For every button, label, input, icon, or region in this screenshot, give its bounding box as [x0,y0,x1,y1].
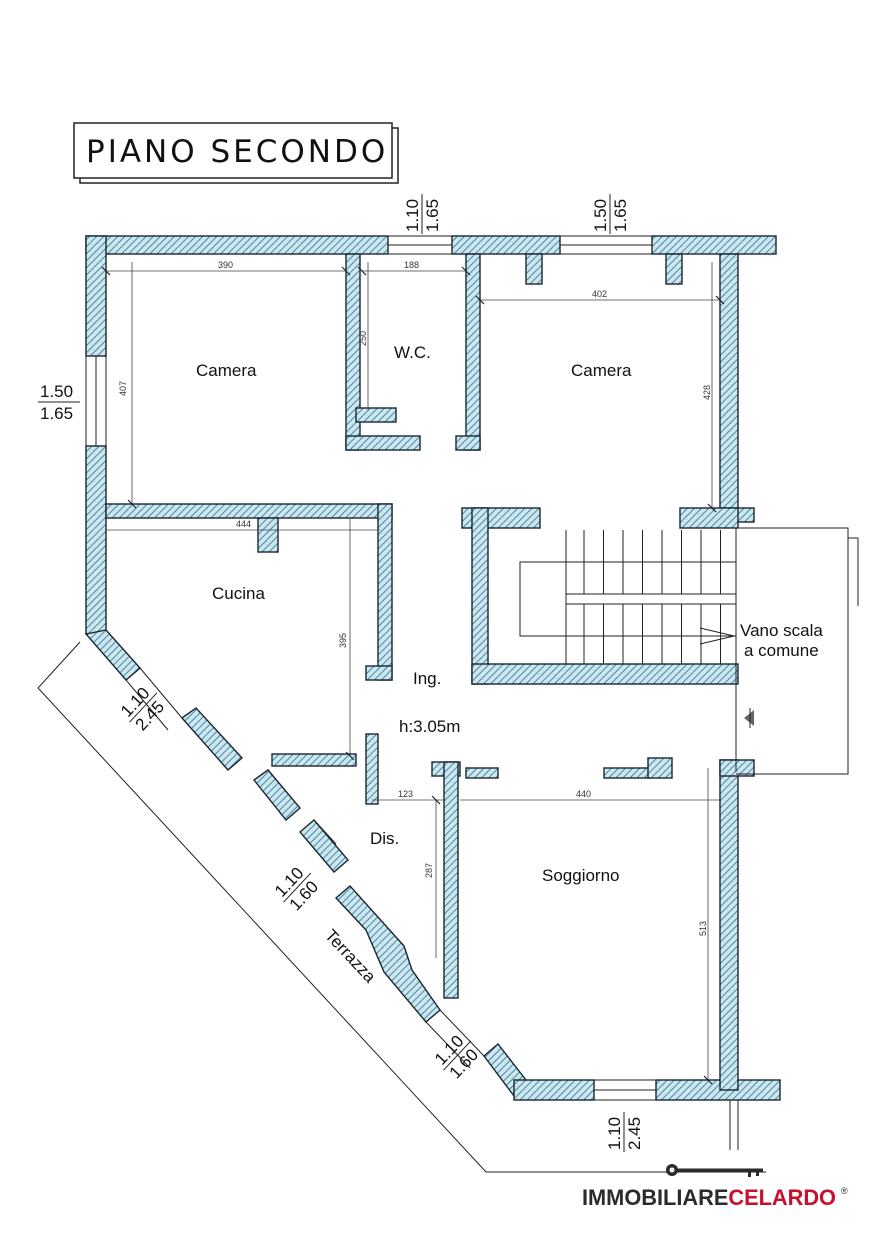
plan-title: PIANO SECONDO [86,134,388,170]
opening-top-camera-h: 1.65 [611,199,630,232]
dimension-labels: 390 188 402 444 123 440 250 407 428 395 … [118,260,712,936]
opening-left-camera-h: 1.65 [40,404,73,423]
room-soggiorno: Soggiorno [542,866,620,885]
dim-250: 250 [358,331,368,346]
room-cucina: Cucina [212,584,265,603]
terrace [37,641,766,1173]
dim-402: 402 [592,289,607,299]
dim-444: 444 [236,519,251,529]
room-ingresso: Ing. [413,669,441,688]
dim-188: 188 [404,260,419,270]
room-wc: W.C. [394,343,431,362]
opening-top-wc-w: 1.10 [403,199,422,232]
room-disimpegno: Dis. [370,829,399,848]
dim-287: 287 [424,863,434,878]
dim-407: 407 [118,381,128,396]
dim-513: 513 [698,921,708,936]
opening-top-wc-h: 1.65 [423,199,442,232]
opening-top-camera-w: 1.50 [591,199,610,232]
svg-text:IMMOBILIARECELARDO: IMMOBILIARECELARDO [582,1185,836,1210]
room-camera-left: Camera [196,361,257,380]
dim-123: 123 [398,789,413,799]
logo-part2: CELARDO [728,1185,836,1210]
dim-390: 390 [218,260,233,270]
walls [84,235,781,1101]
vano-scala-line2: a comune [744,641,819,660]
opening-bottom-soggiorno-w: 1.10 [605,1117,624,1150]
dim-440: 440 [576,789,591,799]
opening-left-camera-w: 1.50 [40,382,73,401]
interior-walls [105,253,739,999]
title-box: PIANO SECONDO [73,122,399,184]
vano-scala-line1: Vano scala [740,621,823,640]
agency-logo: IMMOBILIARECELARDO ® [582,1164,848,1210]
dimension-lines [101,262,725,1085]
dim-428: 428 [702,385,712,400]
logo-part1: IMMOBILIARE [582,1185,728,1210]
opening-bottom-soggiorno-h: 2.45 [625,1117,644,1150]
window-frames [85,235,657,1101]
key-icon [666,1164,763,1177]
dim-395: 395 [338,633,348,648]
room-camera-right: Camera [571,361,632,380]
staircase [519,527,859,775]
logo-registered-mark: ® [841,1186,848,1196]
room-height: h:3.05m [399,717,460,736]
